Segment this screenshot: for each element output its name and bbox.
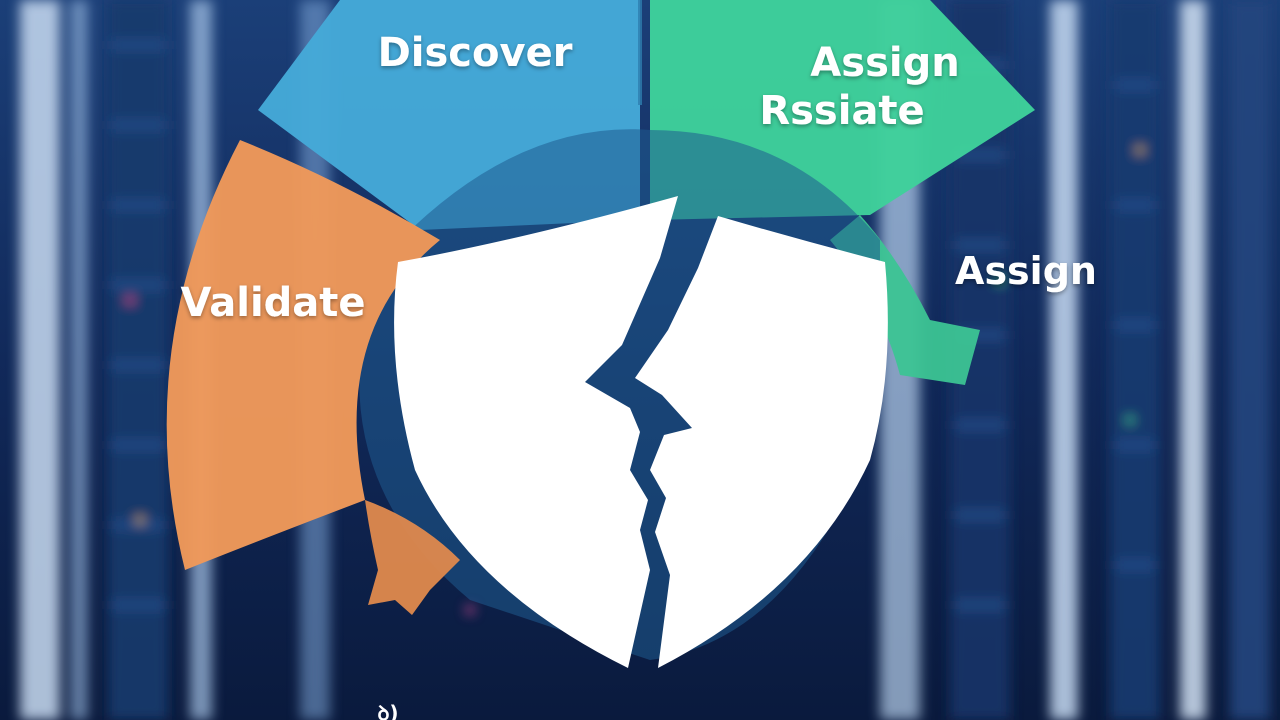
- validate-label: Validate: [180, 280, 365, 326]
- resiate-label: Rꜱsiate: [759, 88, 924, 134]
- broken-shield-icon: [394, 196, 888, 668]
- assign-top-label: Assign: [810, 40, 959, 86]
- validate-tail: [365, 500, 460, 615]
- bottom-fragment-label: ꝺ): [377, 701, 398, 720]
- assign-side-label: Assign: [955, 249, 1097, 293]
- discover-label: Discover: [378, 30, 573, 76]
- validate-segment: [166, 140, 440, 570]
